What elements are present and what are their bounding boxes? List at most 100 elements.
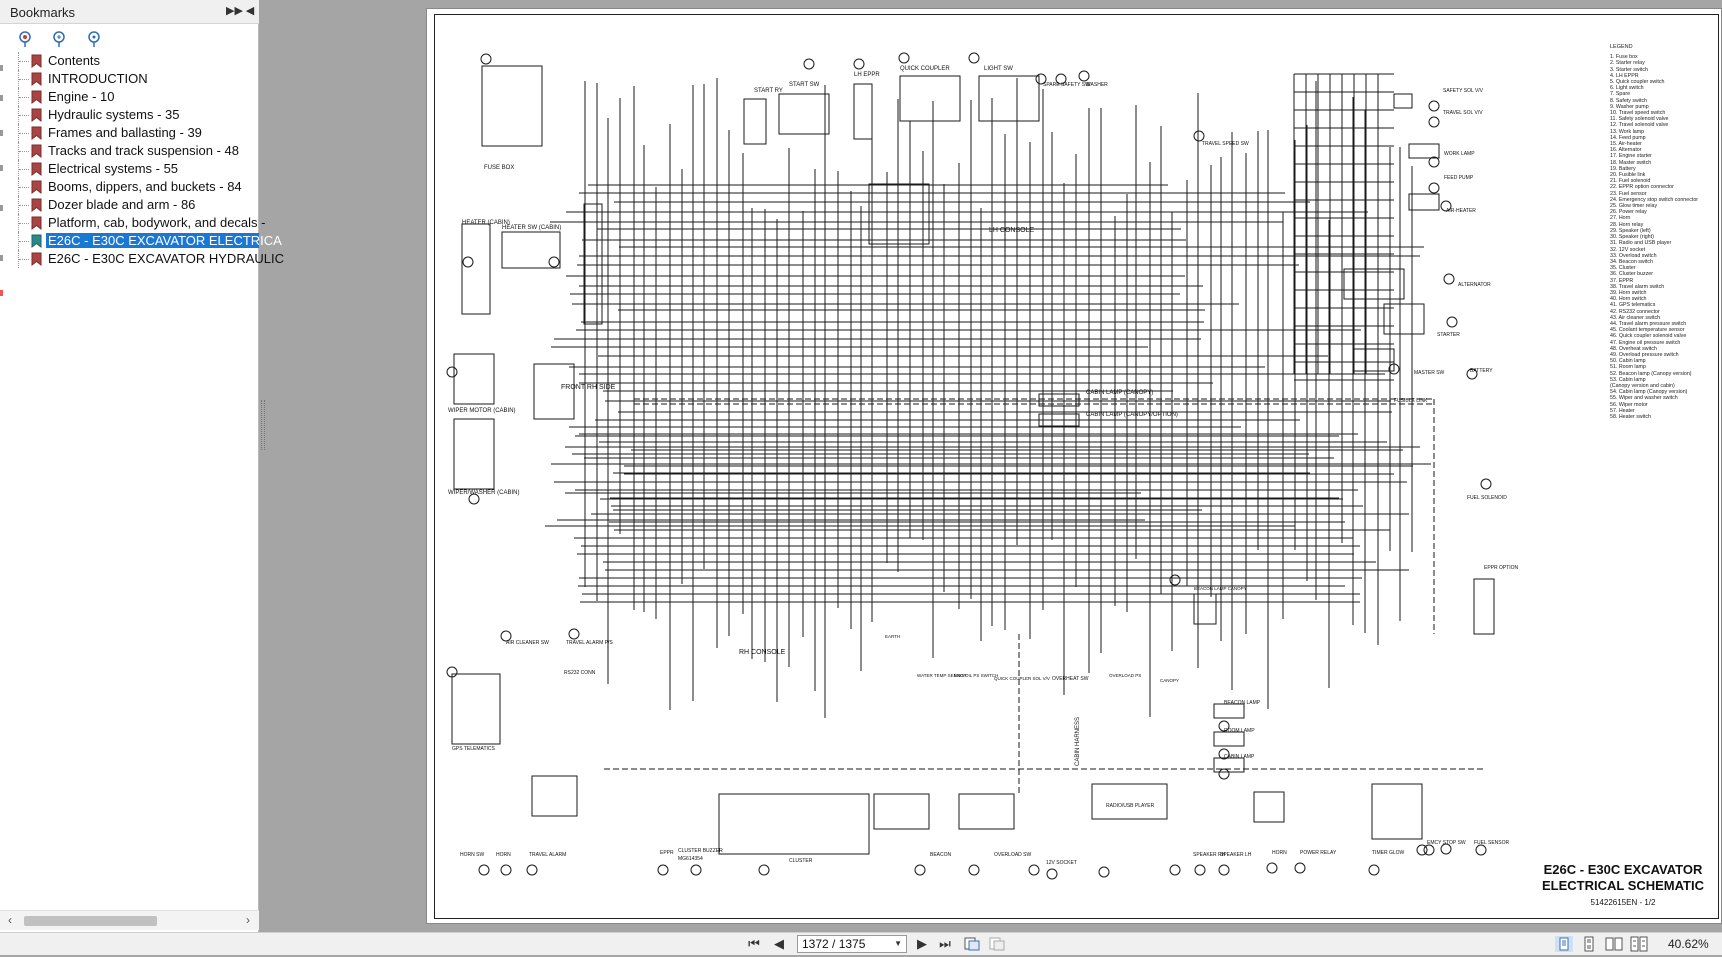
- fuse-box-block: [481, 65, 543, 147]
- legend-item: 39. Horn switch: [1610, 289, 1647, 296]
- component-ref-circle: [1098, 866, 1110, 878]
- bookmark-dozer-blade[interactable]: Dozer blade and arm - 86: [0, 196, 259, 214]
- bookmark-booms-dippers[interactable]: Booms, dippers, and buckets - 84: [0, 178, 259, 196]
- legend-item: 49. Overload pressure switch: [1610, 351, 1679, 358]
- component-ref-circle: [1035, 73, 1047, 85]
- bookmarks-title: Bookmarks: [10, 5, 76, 20]
- bookmarks-horizontal-scrollbar[interactable]: ‹ ›: [0, 910, 259, 930]
- legend-item: 24. Emergency stop switch connector: [1610, 196, 1699, 203]
- component-ref-circle: [914, 864, 926, 876]
- legend-item: 13. Work lamp: [1610, 128, 1645, 135]
- bookmark-introduction[interactable]: INTRODUCTION: [0, 70, 259, 88]
- legend-item: 46. Quick coupler solenoid valve: [1610, 333, 1687, 340]
- component-ref-circle: [758, 864, 770, 876]
- continuous-view-icon[interactable]: [1580, 936, 1598, 952]
- panel-splitter[interactable]: [261, 400, 265, 450]
- bookmark-electrical-systems[interactable]: Electrical systems - 55: [0, 160, 259, 178]
- bookmark-hydraulic-systems[interactable]: Hydraulic systems - 35: [0, 106, 259, 124]
- page-number-value: 1372 / 1375: [802, 937, 866, 951]
- label-light-sw: LIGHT SW: [984, 66, 1013, 72]
- bookmark-icon: [31, 126, 42, 141]
- bookmark-icon: [31, 54, 42, 69]
- label-eppr-option: EPPR OPTION: [1484, 565, 1519, 571]
- component-ref-circle: [568, 628, 580, 640]
- legend-item: 41. GPS telematics: [1610, 302, 1656, 309]
- two-page-continuous-icon[interactable]: [1630, 936, 1648, 952]
- zoom-level[interactable]: 40.62%: [1668, 937, 1709, 951]
- legend-item: 30. Speaker (right): [1610, 234, 1654, 241]
- legend-item: 8. Safety switch: [1610, 97, 1648, 104]
- lh-console-connector: [868, 183, 930, 245]
- bookmark-contents[interactable]: Contents: [0, 52, 259, 70]
- next-view-icon[interactable]: [988, 936, 1006, 952]
- component-ref-circle: [1218, 748, 1230, 760]
- legend-item: 2. Starter relay: [1610, 60, 1645, 67]
- collapse-panel-icon[interactable]: ◀: [245, 5, 255, 17]
- component-ref-circle: [1443, 273, 1455, 285]
- find-bookmark-icon[interactable]: [85, 29, 105, 49]
- label-cluster: CLUSTER: [789, 858, 813, 864]
- heater-switch-block: [501, 231, 561, 269]
- legend-item: 57. Heater: [1610, 407, 1635, 414]
- label-power-relay: POWER RELAY: [1300, 850, 1337, 856]
- single-page-view-icon[interactable]: [1555, 936, 1573, 952]
- two-page-view-icon[interactable]: [1605, 936, 1623, 952]
- label-horn-sw: HORN SW: [460, 852, 484, 858]
- bookmark-label: Engine - 10: [48, 89, 115, 104]
- bookmarks-panel: Bookmarks ▶▶ ◀ Contents INTRODUCTION Eng…: [0, 0, 284, 932]
- component-ref-circle: [1218, 768, 1230, 780]
- component-ref-circle: [1428, 156, 1440, 168]
- expand-bookmark-icon[interactable]: [50, 29, 70, 49]
- label-lh-console: LH CONSOLE: [989, 227, 1034, 234]
- legend-item: 14. Feed pump: [1610, 134, 1646, 141]
- alternator-connector: [1343, 268, 1405, 300]
- bookmark-platform-cab[interactable]: Platform, cab, bodywork, and decals -: [0, 214, 266, 232]
- label-overload-sw: OVERLOAD SW: [994, 852, 1032, 858]
- label-quick-coupler: QUICK COUPLER: [900, 66, 950, 72]
- previous-page-icon[interactable]: ◀: [774, 936, 784, 951]
- legend-item: 54. Cabin lamp (Canopy version): [1610, 389, 1688, 396]
- scrollbar-thumb[interactable]: [24, 916, 157, 926]
- component-ref-circle: [1388, 363, 1400, 375]
- component-ref-circle: [968, 52, 980, 64]
- bookmark-hydraulic-schematic[interactable]: E26C - E30C EXCAVATOR HYDRAULIC: [0, 250, 284, 268]
- expand-panel-icon[interactable]: ▶▶: [226, 5, 243, 17]
- scroll-left-icon[interactable]: ‹: [8, 913, 12, 927]
- scroll-right-icon[interactable]: ›: [246, 913, 250, 927]
- start-switch-block: [778, 93, 830, 135]
- bookmark-options-icon[interactable]: [16, 29, 36, 49]
- label-wiper-motor: WIPER MOTOR (CABIN): [448, 408, 516, 414]
- component-ref-circle: [1428, 182, 1440, 194]
- legend-item: 36. Cluster buzzer: [1610, 271, 1653, 278]
- component-ref-circle: [1368, 864, 1380, 876]
- bookmark-tracks[interactable]: Tracks and track suspension - 48: [0, 142, 259, 160]
- component-ref-circle: [1169, 574, 1181, 586]
- bookmark-engine[interactable]: Engine - 10: [0, 88, 259, 106]
- last-page-icon[interactable]: ⏭: [939, 936, 951, 951]
- bookmark-label: E26C - E30C EXCAVATOR ELECTRICA: [46, 233, 282, 248]
- gps-telematics-block: [451, 673, 501, 745]
- legend-item: 17. Engine starter: [1610, 153, 1652, 160]
- label-travel-sol: TRAVEL SOL V/V: [1443, 110, 1483, 116]
- next-page-icon[interactable]: ▶: [917, 936, 927, 951]
- bookmark-label: INTRODUCTION: [48, 71, 148, 86]
- label-mg614354: MG614354: [678, 856, 703, 862]
- bookmark-icon: [31, 90, 42, 105]
- legend-item: 3. Starter switch: [1610, 66, 1648, 73]
- legend-item: 45. Coolant temperature sensor: [1610, 327, 1685, 334]
- chevron-down-icon[interactable]: ▼: [894, 939, 902, 948]
- legend-item: 42. RS232 connector: [1610, 308, 1660, 315]
- schematic-title-block: E26C - E30C EXCAVATOR ELECTRICAL SCHEMAT…: [1533, 862, 1713, 907]
- bookmark-electrical-schematic[interactable]: E26C - E30C EXCAVATOR ELECTRICA: [0, 232, 282, 250]
- previous-view-icon[interactable]: [963, 936, 981, 952]
- bookmark-frames-ballasting[interactable]: Frames and ballasting - 39: [0, 124, 259, 142]
- label-wiper-washer: WIPER/WASHER (CABIN): [448, 490, 519, 496]
- legend-item: 19. Battery: [1610, 165, 1636, 172]
- bookmark-icon: [31, 234, 42, 249]
- page-number-input[interactable]: 1372 / 1375 ▼: [797, 935, 907, 953]
- legend-item: 4. LH EPPR: [1610, 72, 1639, 79]
- eppr-option-connector: [1473, 578, 1495, 635]
- label-eng-oil-ps: ENG OIL PS SWITCH: [954, 673, 998, 678]
- first-page-icon[interactable]: ⏮: [748, 936, 760, 951]
